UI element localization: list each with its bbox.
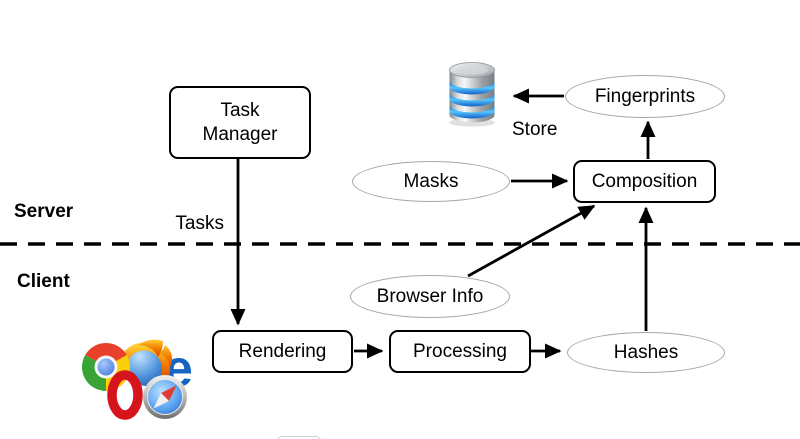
client-zone-label: Client [17, 271, 70, 292]
hashes-label: Hashes [613, 341, 679, 363]
arrow-browserinfo-to-composition [467, 204, 596, 278]
browser-info-node: Browser Info [350, 275, 510, 318]
db-band-1 [449, 81, 495, 95]
browser-logos-cluster: e [81, 339, 193, 420]
composition-label: Composition [591, 170, 698, 192]
chrome-icon [81, 342, 131, 391]
firefox-icon [122, 339, 173, 386]
fingerprints-node: Fingerprints [565, 75, 725, 118]
task-manager-label: Task Manager [202, 99, 278, 145]
hashes-node: Hashes [567, 332, 725, 373]
task-manager-node: Task Manager [169, 86, 311, 159]
browser-info-label: Browser Info [376, 285, 484, 307]
opera-icon [107, 370, 143, 420]
masks-label: Masks [403, 170, 459, 192]
masks-node: Masks [352, 161, 510, 202]
processing-label: Processing [413, 340, 507, 362]
database-icon [449, 62, 495, 127]
tasks-edge-label: Tasks [175, 213, 224, 234]
server-zone-label: Server [14, 201, 74, 222]
rendering-node: Rendering [212, 330, 353, 373]
db-band-3 [449, 105, 495, 119]
processing-node: Processing [389, 330, 531, 373]
store-edge-label: Store [512, 119, 558, 140]
safari-icon [143, 375, 187, 419]
fingerprints-label: Fingerprints [594, 85, 696, 107]
db-band-2 [449, 93, 495, 107]
composition-node: Composition [573, 160, 716, 203]
rendering-label: Rendering [238, 340, 327, 362]
